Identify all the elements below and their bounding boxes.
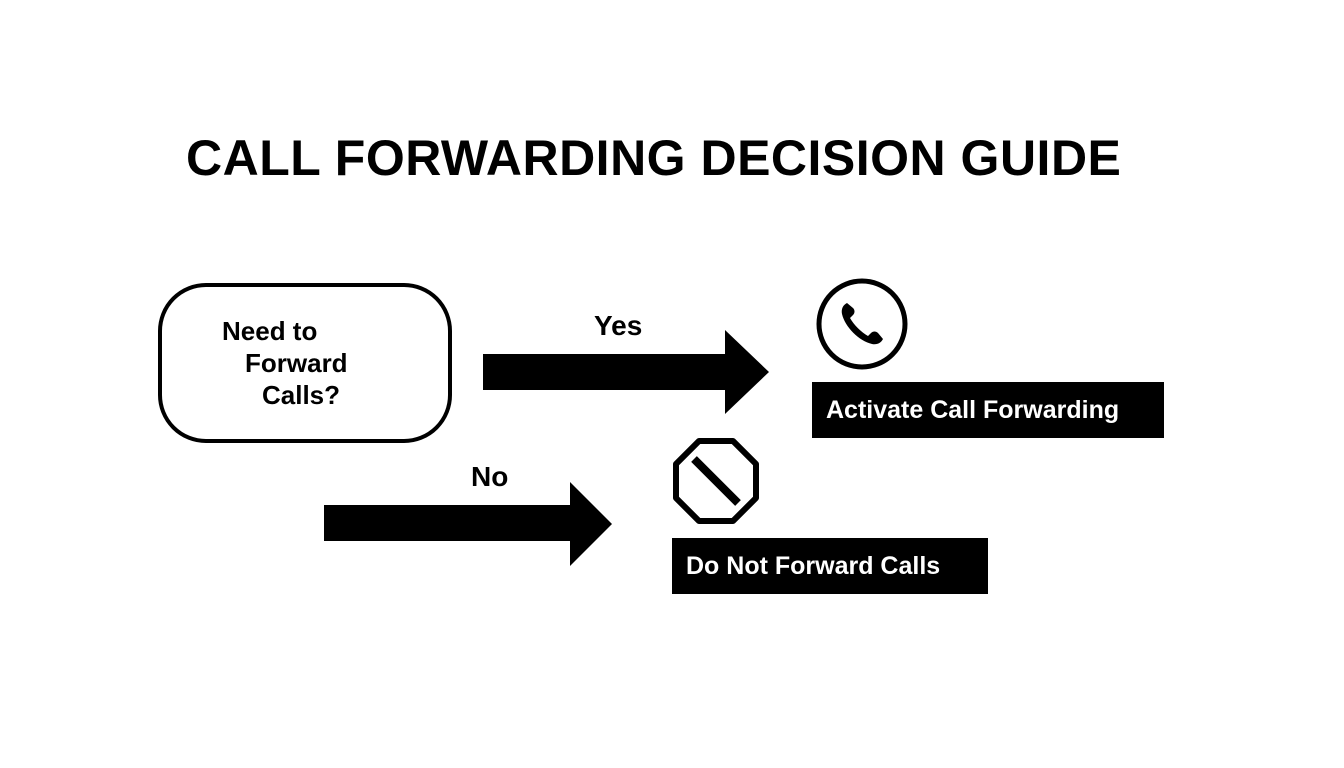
yes-label: Yes [594, 310, 643, 341]
question-node [158, 283, 452, 443]
yes-arrow [483, 330, 769, 414]
activate-forwarding-outcome: Activate Call Forwarding [812, 382, 1164, 438]
do-not-forward-outcome: Do Not Forward Calls [672, 538, 988, 594]
diagram-title: CALL FORWARDING DECISION GUIDE [186, 130, 1122, 186]
phone-icon [816, 278, 908, 370]
prohibited-icon [673, 438, 759, 524]
no-arrow [324, 482, 612, 566]
no-label: No [471, 461, 509, 492]
question-line: Calls? [262, 380, 341, 410]
question-line: Need to [222, 316, 318, 346]
question-line: Forward [245, 348, 348, 378]
